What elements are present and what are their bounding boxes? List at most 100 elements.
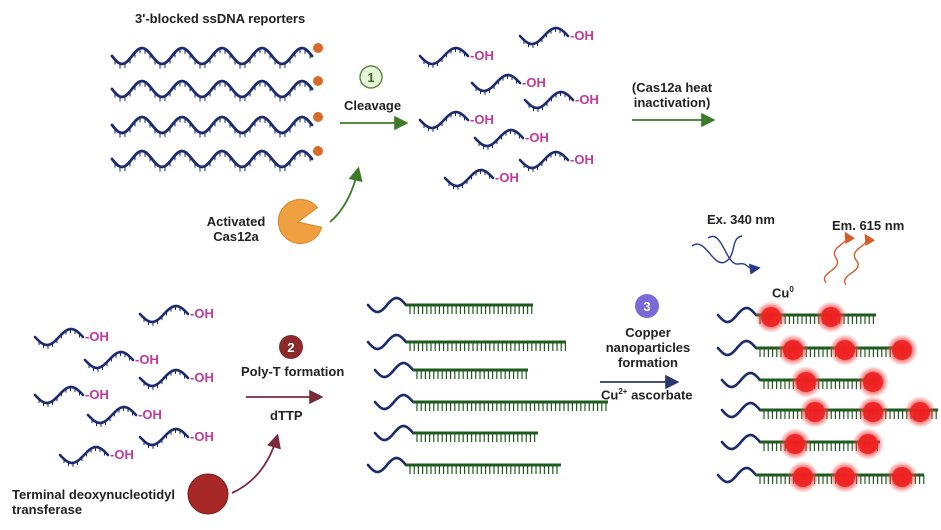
- oh-label: -OH: [470, 112, 494, 127]
- oh-fragment: [33, 327, 85, 347]
- oh-fragment: [83, 350, 135, 370]
- polyt-strand: [373, 424, 415, 442]
- oh-label: -OH: [190, 370, 214, 385]
- copper-nanoparticles-label: Copper nanoparticles formation: [605, 325, 691, 370]
- copper-nanoparticle-strands-group: [716, 301, 938, 493]
- polyt-strands-group: [366, 296, 608, 474]
- copper-nanoparticle: [835, 467, 855, 487]
- polyt-strand: [366, 333, 408, 351]
- oh-fragment: [58, 445, 110, 465]
- tdt-enzyme-icon: [187, 473, 229, 515]
- cu-strand: [716, 306, 758, 324]
- oh-label: -OH: [522, 75, 546, 90]
- polyt-strand: [366, 296, 408, 314]
- dttp-label: dTTP: [270, 408, 303, 423]
- cu0-superscript: 0: [789, 285, 794, 294]
- copper-nanoparticle: [796, 372, 816, 392]
- oh-label: -OH: [570, 28, 594, 43]
- reporter-strand: [110, 115, 314, 135]
- cu-strand: [720, 371, 762, 389]
- blocking-group-dot: [313, 43, 323, 53]
- emission-wave-icon: [823, 231, 856, 284]
- step-3-badge: [635, 294, 659, 318]
- cleaved-fragments-group: -OH -OH -OH -OH -OH -OH -OH -OH: [418, 26, 599, 190]
- oh-label: -OH: [190, 306, 214, 321]
- copper-nanoparticle: [863, 372, 883, 392]
- polyt-strand: [373, 393, 415, 411]
- oh-label: -OH: [495, 170, 519, 185]
- copper-nanoparticle: [793, 467, 813, 487]
- cleavage-label: Cleavage: [344, 98, 402, 113]
- oh-label: -OH: [470, 48, 494, 63]
- polyt-strand: [373, 361, 415, 379]
- oh-label: -OH: [85, 329, 109, 344]
- oh-fragment: [86, 405, 138, 425]
- copper-nanoparticle: [863, 402, 883, 422]
- oh-fragment: [138, 427, 190, 447]
- oh-label: -OH: [190, 429, 214, 444]
- oh-label: -OH: [570, 152, 594, 167]
- cu-strand: [716, 466, 758, 484]
- cleaved-fragment: [470, 73, 522, 93]
- oh-label: -OH: [575, 92, 599, 107]
- copper-nanoparticle: [835, 340, 855, 360]
- tdt-arrow: [231, 433, 281, 494]
- emission-wave-2: [843, 233, 876, 286]
- step-2-number: 2: [287, 340, 294, 355]
- step-2-badge: [279, 335, 303, 359]
- copper-nanoparticle: [910, 402, 930, 422]
- cas12a-enzyme-icon: [277, 199, 323, 244]
- blocking-group-dot: [313, 146, 323, 156]
- cleaved-fragment: [418, 46, 470, 66]
- blocked-reporters-group: [110, 43, 323, 172]
- blocking-group-dot: [313, 112, 323, 122]
- cas12a-activation-arrow: [329, 166, 363, 223]
- copper-nanoparticle: [761, 307, 781, 327]
- oh-label: -OH: [525, 130, 549, 145]
- ascorbate-text: ascorbate: [627, 387, 693, 403]
- cu-strand: [720, 433, 762, 451]
- copper-nanoparticle: [858, 434, 878, 454]
- fragments-lower-group: -OH-OH-OH-OH-OH-OH-OH-OH: [33, 304, 214, 467]
- oh-fragment: [138, 368, 190, 388]
- copper-nanoparticle: [805, 402, 825, 422]
- activated-cas12a-label: Activated Cas12a: [206, 214, 266, 244]
- cleaved-fragment: [473, 128, 525, 148]
- polyt-formation-label: Poly-T formation: [241, 364, 345, 379]
- reporter-strand: [110, 46, 314, 66]
- cu-strand: [720, 401, 762, 419]
- cu-strand: [716, 339, 758, 357]
- copper-nanoparticle: [892, 467, 912, 487]
- excitation-wave-1: [691, 235, 743, 264]
- oh-fragment: [138, 304, 190, 324]
- reporter-strand: [110, 79, 314, 99]
- cleaved-fragment: [523, 90, 575, 110]
- cu2-superscript: 2+: [618, 387, 628, 396]
- cu-prefix-text: Cu: [601, 387, 619, 403]
- cu0-prefix-text: Cu: [772, 285, 790, 301]
- copper-nanoparticle: [821, 307, 841, 327]
- step-1-number: 1: [367, 70, 374, 85]
- oh-fragment: [33, 385, 85, 405]
- excitation-label: Ex. 340 nm: [707, 212, 775, 227]
- cleaved-fragment: [518, 150, 570, 170]
- heat-inactivation-label: (Cas12a heat inactivation): [631, 80, 713, 110]
- cleaved-fragment: [418, 110, 470, 130]
- blocking-group-dot: [313, 76, 323, 86]
- cu2-ascorbate-label: Cu2+ ascorbate: [601, 384, 693, 402]
- emission-label: Em. 615 nm: [832, 218, 905, 233]
- cleaved-fragment: [443, 168, 495, 188]
- oh-label: -OH: [110, 447, 134, 462]
- reporter-strand: [110, 149, 314, 169]
- cu0-label: Cu0: [772, 282, 794, 300]
- cleaved-fragment: [518, 26, 570, 46]
- step-1-badge: [359, 65, 383, 89]
- excitation-wave-icon: [707, 235, 761, 275]
- reporters-label: 3'-blocked ssDNA reporters: [135, 11, 306, 26]
- oh-label: -OH: [85, 387, 109, 402]
- copper-nanoparticle: [783, 340, 803, 360]
- copper-nanoparticle: [892, 340, 912, 360]
- polyt-strand: [366, 456, 408, 474]
- copper-nanoparticle: [785, 434, 805, 454]
